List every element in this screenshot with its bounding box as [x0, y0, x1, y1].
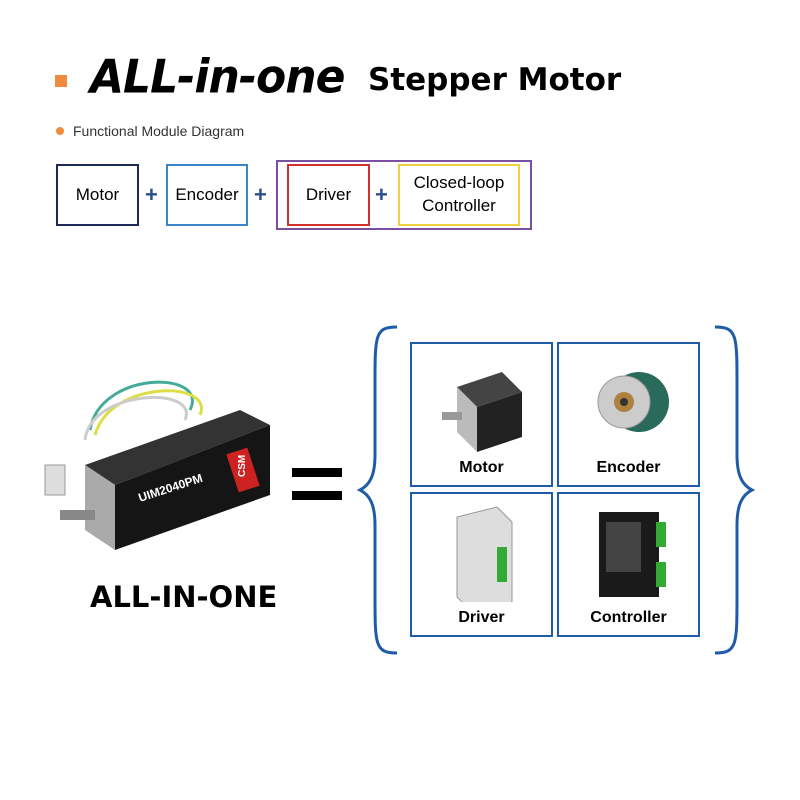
- plus-sign: +: [145, 182, 158, 207]
- braces: [356, 325, 755, 655]
- module-closed-loop-controller: Closed-loop Controller: [398, 164, 520, 226]
- subtitle: Functional Module Diagram: [73, 123, 245, 139]
- component-encoder: Encoder: [557, 342, 700, 487]
- plus-sign: +: [254, 182, 267, 207]
- stepper-motor-icon: [442, 372, 522, 452]
- product-caption: ALL-IN-ONE: [90, 580, 278, 614]
- title-rest: Stepper Motor: [368, 62, 622, 98]
- product-brand-label: CSM: [237, 455, 248, 477]
- plus-sign: +: [375, 182, 388, 207]
- product-motor-image: UIM2040PM CSM: [44, 380, 270, 550]
- module-driver: Driver: [287, 164, 370, 226]
- subtitle-bullet: [56, 127, 64, 135]
- title-main: ALL-in-one: [90, 50, 345, 105]
- component-controller: Controller: [557, 492, 700, 637]
- equals-sign: [292, 468, 342, 514]
- module-motor: Motor: [56, 164, 139, 226]
- component-driver: Driver: [410, 492, 553, 637]
- driver-icon: [456, 506, 513, 602]
- module-encoder: Encoder: [166, 164, 248, 226]
- encoder-icon: [597, 372, 669, 432]
- controller-icon: [599, 512, 666, 597]
- integrated-group: [276, 160, 532, 230]
- component-motor: Motor: [410, 342, 553, 487]
- title-bullet: [55, 75, 67, 87]
